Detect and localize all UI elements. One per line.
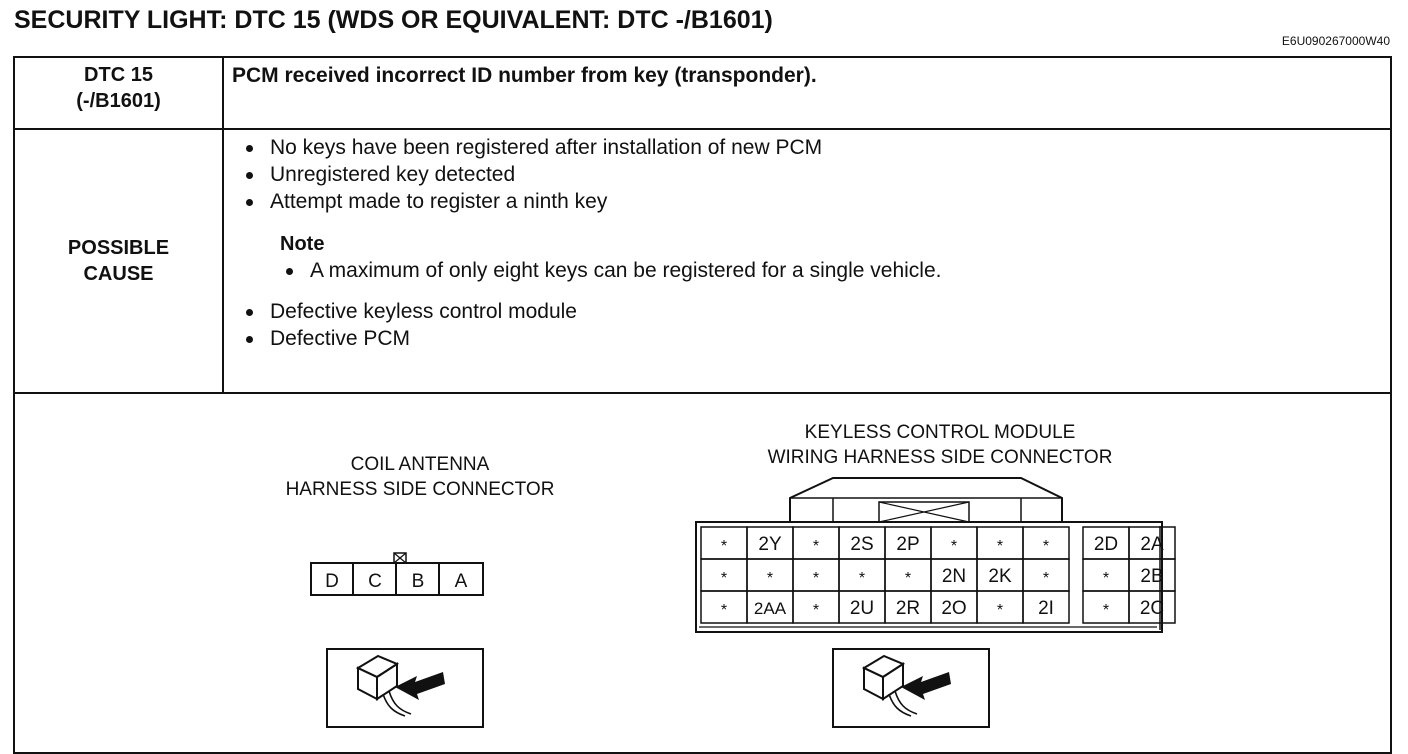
coil-antenna-caption-line1: COIL ANTENNA bbox=[350, 454, 490, 475]
keyless-module-view-icon bbox=[832, 648, 990, 728]
connector-diagram: COIL ANTENNA HARNESS SIDE CONNECTOR KEYL… bbox=[15, 394, 1390, 752]
keyless-pin-label: * bbox=[859, 570, 865, 587]
possible-cause-content: No keys have been registered after insta… bbox=[222, 128, 1392, 394]
note-item: A maximum of only eight keys can be regi… bbox=[280, 257, 1382, 284]
possible-cause-label-cell: POSSIBLE CAUSE bbox=[13, 128, 224, 394]
keyless-pin-label: * bbox=[1043, 538, 1049, 555]
diagram-cell: COIL ANTENNA HARNESS SIDE CONNECTOR KEYL… bbox=[13, 392, 1392, 754]
keyless-pin-label: 2N bbox=[942, 566, 966, 587]
dtc-code-alt: (-/B1601) bbox=[76, 90, 161, 112]
keyless-pin-grid: * 2Y * 2S 2P * * * 2D 2A * * * * * 2N 2K * * 2B * 2AA * 2U 2R 2O *… bbox=[700, 526, 1176, 624]
keyless-pin-label: * bbox=[997, 538, 1003, 555]
coil-antenna-caption: COIL ANTENNA HARNESS SIDE CONNECTOR bbox=[255, 452, 585, 502]
coil-antenna-connector: D C B A bbox=[310, 552, 484, 596]
keyless-pin-cell bbox=[1022, 590, 1070, 624]
keyless-pin-cell bbox=[1128, 590, 1176, 624]
page-title: SECURITY LIGHT: DTC 15 (WDS OR EQUIVALEN… bbox=[14, 6, 773, 34]
document-code: E6U090267000W40 bbox=[1281, 34, 1390, 48]
keyless-module-caption: KEYLESS CONTROL MODULE WIRING HARNESS SI… bbox=[715, 420, 1165, 470]
keyless-pin-label: 2U bbox=[850, 598, 874, 619]
coil-pin: B bbox=[412, 571, 425, 592]
keyless-pin-label: * bbox=[1103, 602, 1109, 619]
dtc-description: PCM received incorrect ID number from ke… bbox=[222, 56, 1392, 130]
keyless-pin-label: 2P bbox=[896, 534, 919, 555]
keyless-pin-label: * bbox=[951, 538, 957, 555]
keyless-pin-label: 2K bbox=[988, 566, 1012, 587]
keyless-module-caption-line1: KEYLESS CONTROL MODULE bbox=[804, 422, 1076, 443]
dtc-label-cell: DTC 15 (-/B1601) bbox=[13, 56, 224, 130]
keyless-pin-label: * bbox=[813, 570, 819, 587]
keyless-pin-label: * bbox=[997, 602, 1003, 619]
keyless-pin-label: * bbox=[813, 538, 819, 555]
keyless-pin-label: * bbox=[813, 602, 819, 619]
note-title: Note bbox=[280, 233, 325, 255]
dtc-row: DTC 15 (-/B1601) PCM received incorrect … bbox=[13, 56, 1392, 130]
keyless-module-caption-line2: WIRING HARNESS SIDE CONNECTOR bbox=[767, 447, 1113, 468]
possible-cause-label-line1: POSSIBLE bbox=[67, 237, 170, 259]
diagram-row: COIL ANTENNA HARNESS SIDE CONNECTOR KEYL… bbox=[13, 392, 1392, 754]
keyless-pin-label: 2Y bbox=[758, 534, 782, 555]
connector-drawings: D C B A bbox=[310, 477, 1176, 728]
keyless-pin-label: * bbox=[1043, 570, 1049, 587]
keyless-pin-label: 2D bbox=[1094, 534, 1118, 555]
cause-item: Defective keyless control module bbox=[240, 298, 1382, 325]
cause-item: Defective PCM bbox=[240, 325, 1382, 352]
cause-item: Attempt made to register a ninth key bbox=[240, 188, 1382, 215]
note-block: Note A maximum of only eight keys can be… bbox=[280, 231, 1382, 284]
possible-cause-row: POSSIBLE CAUSE No keys have been registe… bbox=[13, 128, 1392, 394]
keyless-pin-label: 2I bbox=[1038, 598, 1054, 619]
keyless-pin-label: 2A bbox=[1140, 534, 1164, 555]
coil-antenna-view-icon bbox=[326, 648, 484, 728]
cause-list-before-note: No keys have been registered after insta… bbox=[240, 134, 1382, 215]
keyless-pin-label: * bbox=[721, 538, 727, 555]
keyless-pin-label: 2O bbox=[941, 598, 966, 619]
coil-pin: C bbox=[368, 571, 382, 592]
cause-item: No keys have been registered after insta… bbox=[240, 134, 1382, 161]
keyless-pin-label: * bbox=[905, 570, 911, 587]
dtc-table: DTC 15 (-/B1601) PCM received incorrect … bbox=[13, 56, 1392, 754]
coil-pin: A bbox=[455, 571, 468, 592]
keyless-pin-label: * bbox=[767, 570, 773, 587]
keyless-pin-label: 2S bbox=[850, 534, 873, 555]
keyless-pin-label: * bbox=[721, 602, 727, 619]
cause-item: Unregistered key detected bbox=[240, 161, 1382, 188]
cause-list-after-note: Defective keyless control module Defecti… bbox=[240, 298, 1382, 352]
coil-pin: D bbox=[325, 571, 339, 592]
keyless-pin-label: 2C bbox=[1140, 598, 1164, 619]
possible-cause-label-line2: CAUSE bbox=[83, 263, 154, 285]
coil-antenna-caption-line2: HARNESS SIDE CONNECTOR bbox=[285, 479, 555, 500]
keyless-pin-label: * bbox=[1103, 570, 1109, 587]
keyless-pin-label: * bbox=[721, 570, 727, 587]
keyless-pin-label: 2B bbox=[1140, 566, 1163, 587]
note-list: A maximum of only eight keys can be regi… bbox=[280, 257, 1382, 284]
dtc-code: DTC 15 bbox=[84, 64, 153, 86]
keyless-pin-label: 2R bbox=[896, 598, 920, 619]
keyless-pin-label: 2AA bbox=[754, 599, 787, 618]
keyless-module-connector: * 2Y * 2S 2P * * * 2D 2A * * * * * 2N 2K * * 2B * 2AA * 2U 2R 2O *… bbox=[695, 477, 1176, 633]
